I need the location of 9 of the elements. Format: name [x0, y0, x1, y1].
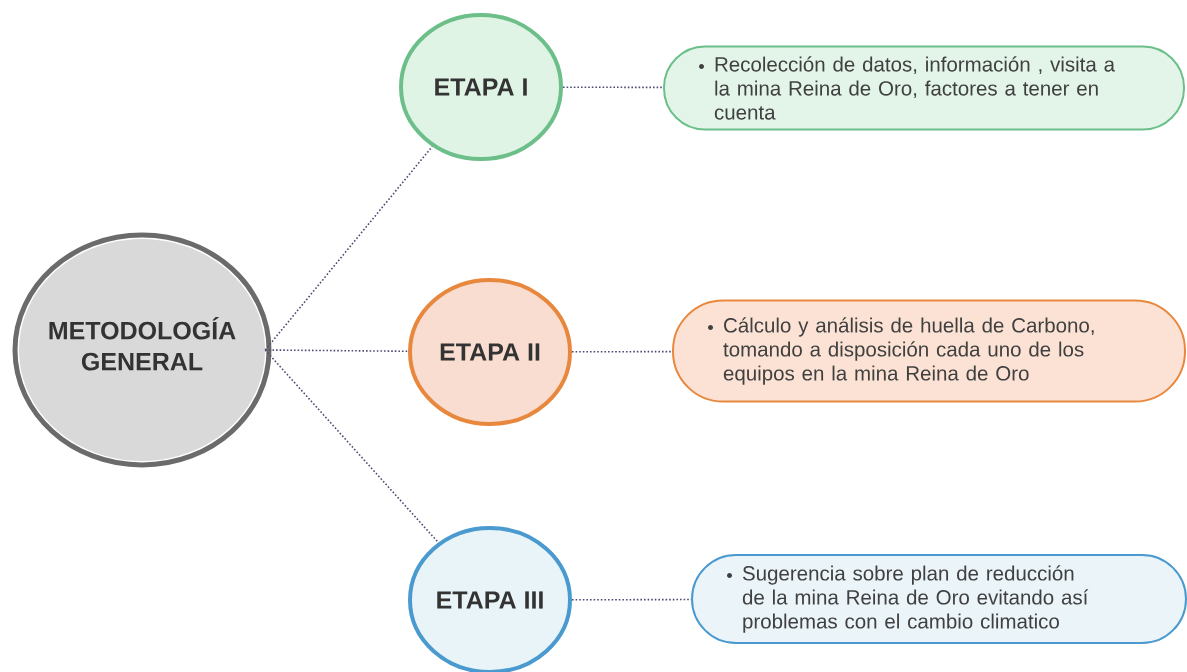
connector [562, 86, 664, 89]
connector [571, 350, 673, 353]
text-box: Cálculo y análisis de huella de Carbono, tomando a disposición cada uno de los equipos en la mina Reina de Oro [672, 299, 1186, 403]
connector [264, 349, 409, 353]
connector [264, 349, 440, 544]
connector [571, 598, 692, 601]
text-box: Recolección de datos, información , visita a la mina Reina de Oro, factores a tener en cuenta [663, 45, 1185, 131]
connector [264, 145, 433, 351]
text-box: Sugerencia sobre plan de reducción de la mina Reina de Oro evitando así problemas con el cambio climatico [691, 554, 1187, 644]
